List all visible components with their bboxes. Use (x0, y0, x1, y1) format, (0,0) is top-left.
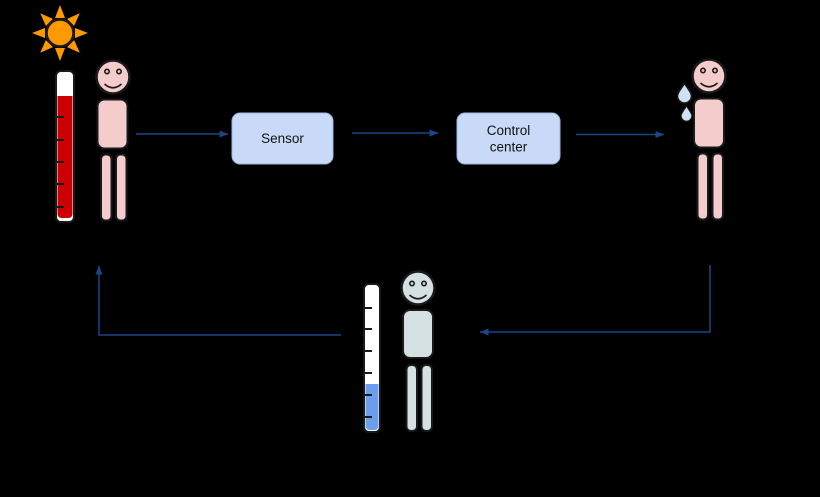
eye-icon (104, 68, 111, 75)
cold-mercury-level (365, 384, 379, 430)
arrow-effector-to-cooled (479, 265, 711, 336)
eye-icon (420, 280, 427, 287)
sweat-droplet-icon (676, 82, 693, 122)
sensor-box: Sensor (231, 112, 334, 165)
sweating-person-icon (691, 58, 727, 221)
hot-thermometer-icon (55, 70, 75, 223)
smile-icon (103, 83, 123, 89)
eye-icon (116, 68, 123, 75)
hot-mercury-level (57, 96, 73, 218)
sensor-label: Sensor (261, 131, 304, 146)
cooled-person-icon (400, 270, 436, 432)
eye-icon (711, 67, 718, 74)
smile-icon (408, 294, 428, 300)
cold-thermometer-icon (363, 283, 381, 433)
smile-icon (699, 82, 719, 88)
control-center-box: Control center (456, 112, 561, 165)
control-center-label-line1: Control (487, 123, 531, 138)
sun-icon (32, 5, 88, 61)
thermometer-ticks (363, 307, 372, 418)
eye-icon (408, 280, 415, 287)
eye-icon (699, 67, 706, 74)
control-center-label-line2: center (490, 140, 528, 155)
hot-person-icon (95, 59, 131, 222)
arrow-feedback-return (95, 265, 341, 336)
thermometer-ticks (55, 116, 64, 208)
